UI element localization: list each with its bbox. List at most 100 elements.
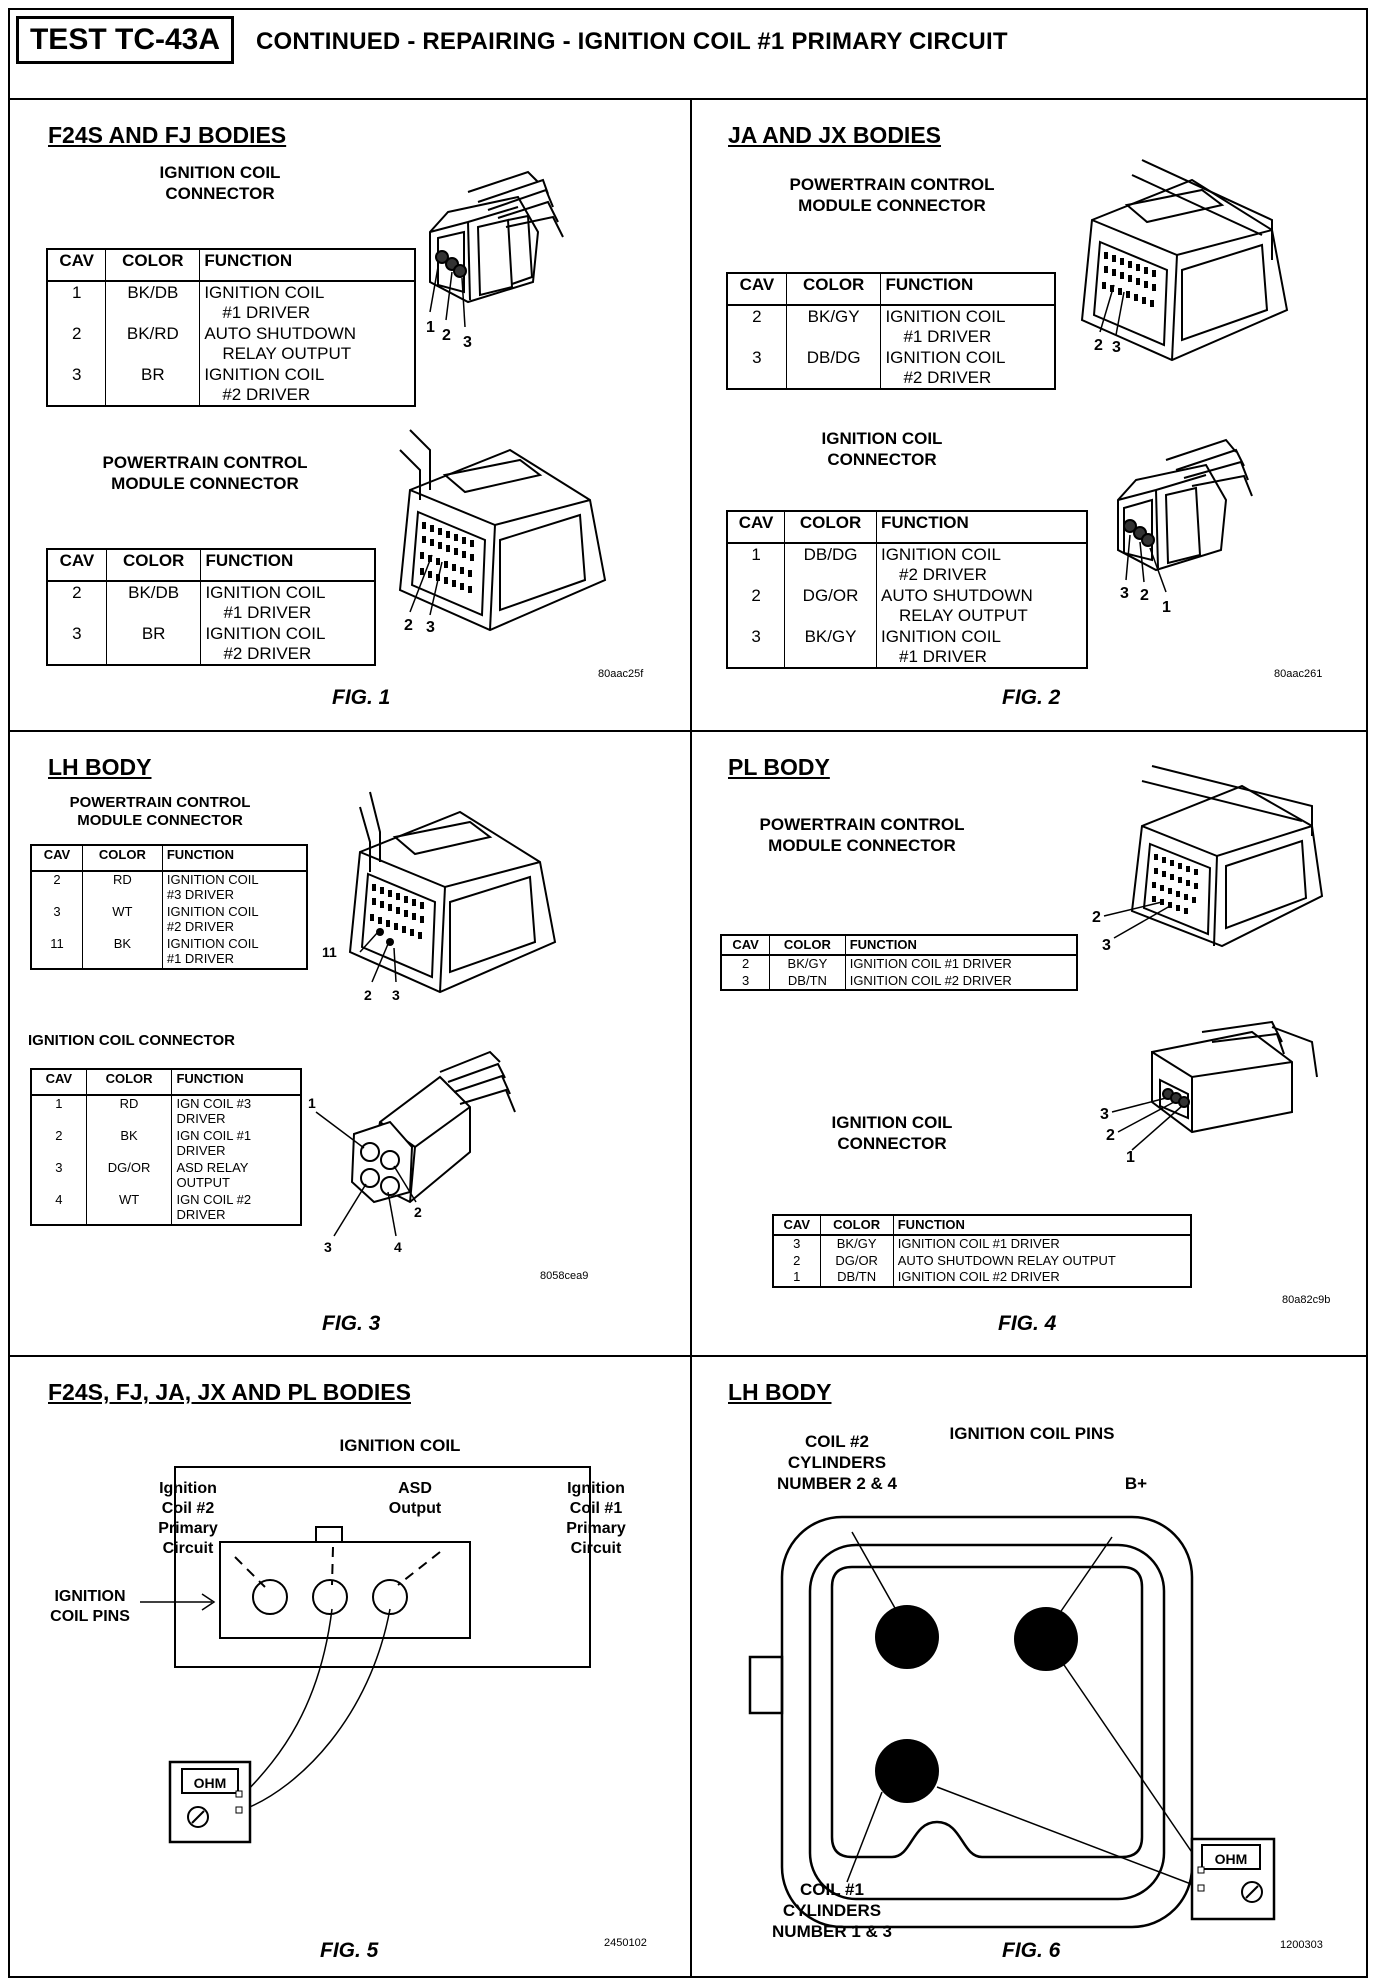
cav-cell: 1 bbox=[47, 281, 107, 324]
function-cell: IGNITION COIL#2 DRIVER bbox=[200, 623, 376, 666]
figure-code: 8058cea9 bbox=[540, 1270, 589, 1282]
panel-title: F24S, FJ, JA, JX AND PL BODIES bbox=[48, 1379, 411, 1405]
callout-3: 3 bbox=[1100, 1106, 1109, 1123]
ohmmeter: OHM bbox=[168, 1760, 252, 1844]
callout-1: 1 bbox=[1162, 599, 1171, 616]
color-cell: BK/GY bbox=[784, 626, 877, 669]
function-cell: IGNITION COIL#1 DRIVER bbox=[199, 281, 416, 324]
callout-2: 2 bbox=[1094, 337, 1103, 354]
cav-cell: 3 bbox=[727, 626, 786, 669]
pcm-connector-label: POWERTRAIN CONTROL MODULE CONNECTOR bbox=[69, 794, 251, 829]
callout-2: 2 bbox=[1092, 909, 1101, 926]
pcm-connector-drawing: 2 3 bbox=[1092, 765, 1324, 954]
coil-connector-label: IGNITION COIL CONNECTOR bbox=[831, 1113, 953, 1153]
figure-label: FIG. 2 bbox=[1002, 686, 1061, 709]
callout-2: 2 bbox=[404, 617, 413, 634]
cav-cell: 3 bbox=[773, 1234, 821, 1253]
page-title: CONTINUED - REPAIRING - IGNITION COIL #1… bbox=[256, 28, 1008, 55]
coil-connector-label: IGNITION COIL CONNECTOR bbox=[28, 1032, 235, 1049]
callout-1: 1 bbox=[308, 1095, 316, 1111]
column-header: FUNCTION bbox=[200, 549, 376, 582]
cav-cell: 3 bbox=[727, 347, 787, 390]
function-cell: IGNITION COIL#2 DRIVER bbox=[199, 364, 416, 407]
pin-label-coil2: Ignition Coil #2 Primary Circuit bbox=[158, 1480, 218, 1557]
panel-fig2: JA AND JX BODIES POWERTRAIN CONTROL MODU… bbox=[692, 100, 1366, 730]
color-cell: DB/TN bbox=[769, 972, 846, 991]
figure-label: FIG. 5 bbox=[320, 1939, 379, 1962]
row-divider-2 bbox=[10, 1355, 1366, 1357]
callout-2: 2 bbox=[414, 1204, 422, 1220]
color-cell: DB/DG bbox=[786, 347, 882, 390]
pin-label-asd: ASD Output bbox=[388, 1480, 442, 1517]
cav-cell: 4 bbox=[31, 1191, 87, 1225]
function-cell: ASD RELAY OUTPUT bbox=[171, 1159, 302, 1192]
function-cell: IGNITION COIL #3 DRIVER bbox=[162, 871, 308, 904]
color-cell: RD bbox=[82, 871, 163, 904]
pcm-connector-label: POWERTRAIN CONTROL MODULE CONNECTOR bbox=[102, 453, 308, 493]
cav-cell: 1 bbox=[773, 1269, 821, 1288]
figure-code: 80a82c9b bbox=[1282, 1294, 1331, 1306]
ignition-coil-connector-drawing: 1 2 3 bbox=[426, 170, 564, 351]
function-cell: IGNITION COIL #2 DRIVER bbox=[893, 1269, 1192, 1288]
cav-cell: 2 bbox=[721, 954, 771, 973]
function-cell: IGNITION COIL#1 DRIVER bbox=[200, 581, 376, 624]
column-header: FUNCTION bbox=[199, 249, 416, 282]
figure-label: FIG. 4 bbox=[998, 1312, 1057, 1335]
column-header: FUNCTION bbox=[171, 1069, 302, 1096]
coil2-label: COIL #2 CYLINDERS NUMBER 2 & 4 bbox=[777, 1432, 897, 1493]
column-header: COLOR bbox=[769, 935, 846, 956]
panel-title: F24S AND FJ BODIES bbox=[48, 122, 287, 148]
cav-cell: 3 bbox=[47, 623, 107, 666]
figure-label: FIG. 1 bbox=[332, 686, 391, 709]
callout-3: 3 bbox=[324, 1239, 332, 1255]
cav-cell: 2 bbox=[47, 323, 107, 365]
color-cell: BK/GY bbox=[820, 1234, 894, 1253]
color-cell: BK/GY bbox=[786, 305, 882, 348]
color-cell: DG/OR bbox=[86, 1159, 173, 1192]
figure-label: FIG. 3 bbox=[322, 1312, 381, 1335]
panel-title: LH BODY bbox=[48, 754, 152, 780]
column-header: COLOR bbox=[82, 845, 163, 872]
column-header: CAV bbox=[727, 273, 787, 306]
ignition-coil-pins-title: IGNITION COIL PINS bbox=[949, 1424, 1115, 1443]
ignition-coil-connector-drawing: 1 2 3 4 bbox=[308, 1050, 516, 1255]
color-cell: BK/DB bbox=[106, 581, 202, 624]
ignition-coil-label: IGNITION COIL bbox=[339, 1436, 461, 1455]
column-header: COLOR bbox=[820, 1215, 894, 1236]
callout-1: 1 bbox=[426, 319, 435, 336]
row-divider-1 bbox=[10, 730, 1366, 732]
function-cell: IGNITION COIL #1 DRIVER bbox=[845, 954, 1078, 973]
function-cell: IGNITION COIL #1 DRIVER bbox=[162, 935, 308, 969]
color-cell: BK bbox=[86, 1127, 173, 1160]
panel-fig5: F24S, FJ, JA, JX AND PL BODIES IGNITION … bbox=[10, 1357, 690, 1976]
function-cell: IGN COIL #2 DRIVER bbox=[171, 1191, 302, 1225]
panel-fig1: F24S AND FJ BODIES IGNITION COIL CONNECT… bbox=[10, 100, 690, 730]
panel-title: PL BODY bbox=[728, 754, 830, 780]
color-cell: DG/OR bbox=[820, 1252, 894, 1270]
figure-code: 80aac261 bbox=[1274, 668, 1323, 680]
color-cell: BK bbox=[82, 935, 163, 969]
cav-cell: 1 bbox=[31, 1095, 87, 1128]
column-header: CAV bbox=[773, 1215, 821, 1236]
function-cell: IGNITION COIL#2 DRIVER bbox=[876, 543, 1088, 586]
function-cell: IGNITION COIL#1 DRIVER bbox=[876, 626, 1088, 669]
